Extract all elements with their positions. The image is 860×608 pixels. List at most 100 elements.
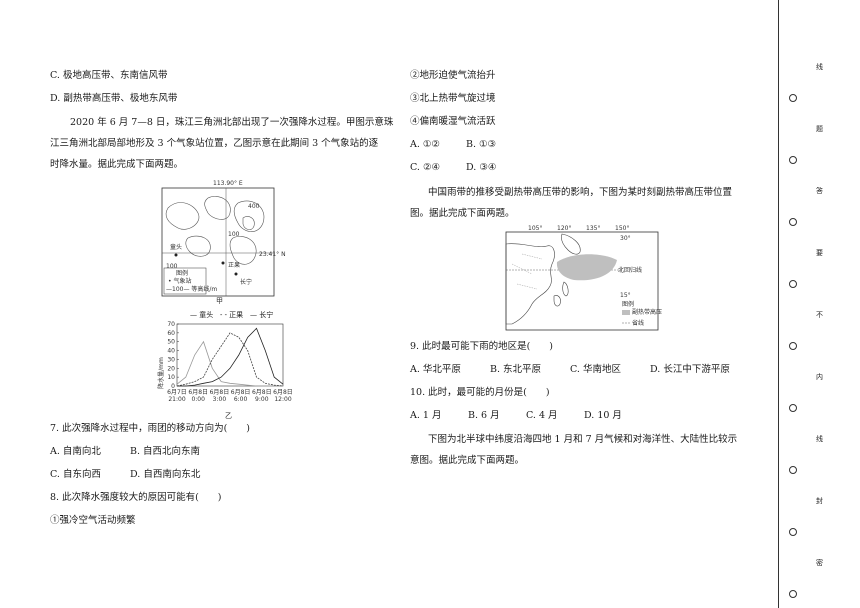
x-tick-label-time: 6:00 <box>234 396 248 403</box>
chart-legend-zhengguo: - - 正果 <box>220 311 244 319</box>
x-tick-label-time: 9:00 <box>255 396 269 403</box>
map-lon-120: 120° <box>557 225 571 232</box>
map-lon-150: 150° <box>615 225 629 232</box>
chart-legend-tongtou: — 童头 <box>190 311 214 319</box>
series-line-0 <box>176 340 283 387</box>
contour-label-2: 100 <box>228 231 240 238</box>
right-intro-line-1: 中国雨带的推移受副热带高压带的影响，下图为某时刻副热带高压带位置 <box>428 187 733 198</box>
y-tick-label: 40 <box>167 348 175 355</box>
q10-stem: 10. 此时，最可能的月份是( ) <box>410 387 550 398</box>
binding-hole <box>789 280 797 288</box>
binding-char: 密 <box>816 559 823 567</box>
subtropical-high-map: 105° 120° 135° 150° 30° 15° 北回归线 图例 副热带高… <box>505 225 662 331</box>
x-tick-label-time: 21:00 <box>168 396 185 403</box>
intro-line-1: 2020 年 6 月 7—8 日，珠江三角洲北部出现了一次强降水过程。甲图示意珠 <box>70 117 394 128</box>
binding-char: 答 <box>816 187 823 195</box>
intro-line-2: 江三角洲北部局部地形及 3 个气象站位置，乙图示意在此期间 3 个气象站的逐 <box>50 138 379 149</box>
map-legend-border: 省线 <box>632 319 644 327</box>
right-intro2-line-2: 意图。据此完成下面两题。 <box>410 455 525 466</box>
q8-option-d: D. ③④ <box>466 162 497 173</box>
y-tick-label: 10 <box>167 374 175 381</box>
intro-line-3: 时降水量。据此完成下面两题。 <box>50 159 184 170</box>
terrain-map-jia: 113.90° E 23.41° N 童头 正果 长宁 100 100 400 … <box>161 180 286 304</box>
contour-label-3: 400 <box>248 203 260 210</box>
y-tick-label: 50 <box>167 339 175 346</box>
q7-option-b: B. 自西北向东南 <box>130 446 201 457</box>
map-lon-label: 113.90° E <box>213 180 243 187</box>
binding-hole <box>789 218 797 226</box>
q8-option-c: C. ②④ <box>410 162 441 173</box>
map-lon-105: 105° <box>528 225 542 232</box>
map-legend-high: 副热带高压带 <box>632 308 662 316</box>
chart-ylabel: 降水量/mm <box>157 357 165 389</box>
binding-hole <box>789 156 797 164</box>
binding-hole <box>789 342 797 350</box>
x-tick-label-time: 0:00 <box>191 396 205 403</box>
series-line-1 <box>176 332 284 387</box>
q8-item-4: ④偏南暖湿气流活跃 <box>410 116 496 127</box>
x-tick-label: 6月8日 <box>210 389 230 396</box>
q10-option-c: C. 4 月 <box>526 410 558 421</box>
binding-hole <box>789 404 797 412</box>
q6-option-d: D. 副热带高压带、极地东风带 <box>50 93 178 104</box>
station-tongtou-label: 童头 <box>170 243 182 251</box>
caption-jia: 甲 <box>216 297 223 304</box>
q10-option-a: A. 1 月 <box>410 410 442 421</box>
q8-item-1: ①强冷空气活动频繁 <box>50 515 136 526</box>
y-tick-label: 30 <box>167 356 175 363</box>
q10-option-b: B. 6 月 <box>468 410 500 421</box>
map-lon-135: 135° <box>586 225 600 232</box>
x-tick-label: 6月8日 <box>252 389 272 396</box>
y-tick-label: 60 <box>167 330 175 337</box>
binding-line <box>778 0 779 608</box>
map-lat-label: 23.41° N <box>259 251 286 258</box>
q8-stem: 8. 此次降水强度较大的原因可能有( ) <box>50 492 222 503</box>
y-tick-label: 20 <box>167 365 175 372</box>
x-tick-label: 6月8日 <box>188 389 208 396</box>
right-intro-line-2: 图。据此完成下面两题。 <box>410 208 515 219</box>
binding-char: 封 <box>816 497 823 505</box>
q9-stem: 9. 此时最可能下雨的地区是( ) <box>410 341 553 352</box>
x-tick-label-time: 12:00 <box>274 396 291 403</box>
map-tropic-label: 北回归线 <box>618 266 642 274</box>
binding-hole <box>789 94 797 102</box>
x-tick-label: 6月7日 <box>167 389 187 396</box>
binding-hole <box>789 528 797 536</box>
chart-frame <box>176 323 284 387</box>
x-tick-label-time: 3:00 <box>213 396 227 403</box>
q8-item-3: ③北上热带气旋过境 <box>410 93 496 104</box>
q9-option-c: C. 华南地区 <box>570 364 621 375</box>
q6-option-c: C. 极地高压带、东南信风带 <box>50 70 168 81</box>
y-tick-label: 0 <box>171 383 175 390</box>
q7-option-c: C. 自东向西 <box>50 469 101 480</box>
chart-legend-changning: — 长宁 <box>250 311 274 319</box>
station-zhengguo-label: 正果 <box>228 262 240 269</box>
q10-option-d: D. 10 月 <box>584 410 622 421</box>
x-tick-label: 6月8日 <box>231 389 251 396</box>
q8-option-b: B. ①③ <box>466 139 497 150</box>
station-changning-label: 长宁 <box>240 278 252 286</box>
q7-option-a: A. 自南向北 <box>50 446 101 457</box>
contour-label-1: 100 <box>166 263 178 270</box>
right-intro2-line-1: 下图为北半球中纬度沿海四地 1 月和 7 月气候和对海洋性、大陆性比较示 <box>428 434 738 445</box>
binding-char: 不 <box>816 311 823 319</box>
q9-option-b: B. 东北平原 <box>490 364 542 375</box>
q9-option-d: D. 长江中下游平原 <box>650 364 730 375</box>
legend-title: 图例 <box>176 269 188 277</box>
q8-option-a: A. ①② <box>410 139 440 150</box>
q8-item-2: ②地形迫使气流抬升 <box>410 70 496 81</box>
map-lat-15: 15° <box>620 292 631 299</box>
binding-char: 题 <box>816 125 823 133</box>
q9-option-a: A. 华北平原 <box>410 364 461 375</box>
y-tick-label: 70 <box>167 321 175 328</box>
binding-hole <box>789 466 797 474</box>
binding-char: 线 <box>816 63 823 71</box>
map-lat-30: 30° <box>620 235 631 242</box>
series-line-2 <box>177 327 284 387</box>
binding-hole <box>789 590 797 598</box>
q7-stem: 7. 此次强降水过程中，雨团的移动方向为( ) <box>50 423 250 434</box>
binding-char: 内 <box>816 373 823 381</box>
map-legend-title: 图例 <box>622 300 634 308</box>
x-tick-label: 6月8日 <box>273 389 293 396</box>
